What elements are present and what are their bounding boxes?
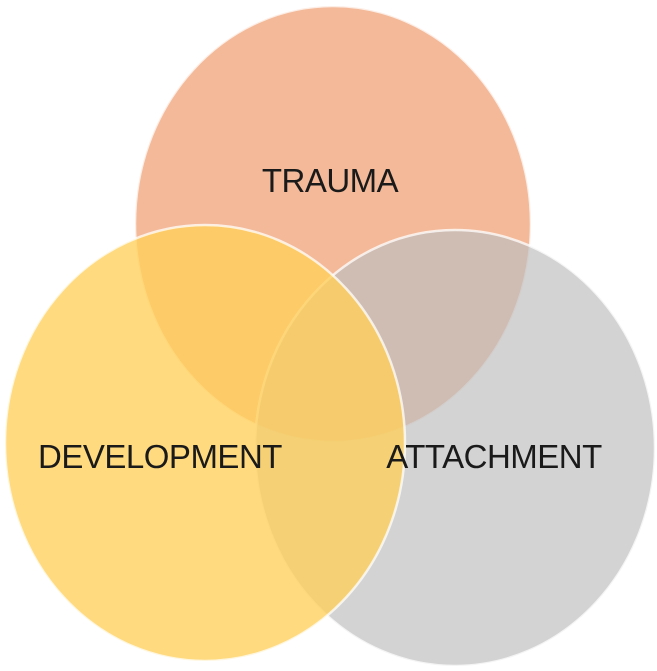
development-circle	[3, 223, 407, 663]
development-label: DEVELOPMENT	[38, 438, 282, 475]
trauma-label: TRAUMA	[262, 162, 399, 199]
attachment-label: ATTACHMENT	[386, 438, 602, 475]
